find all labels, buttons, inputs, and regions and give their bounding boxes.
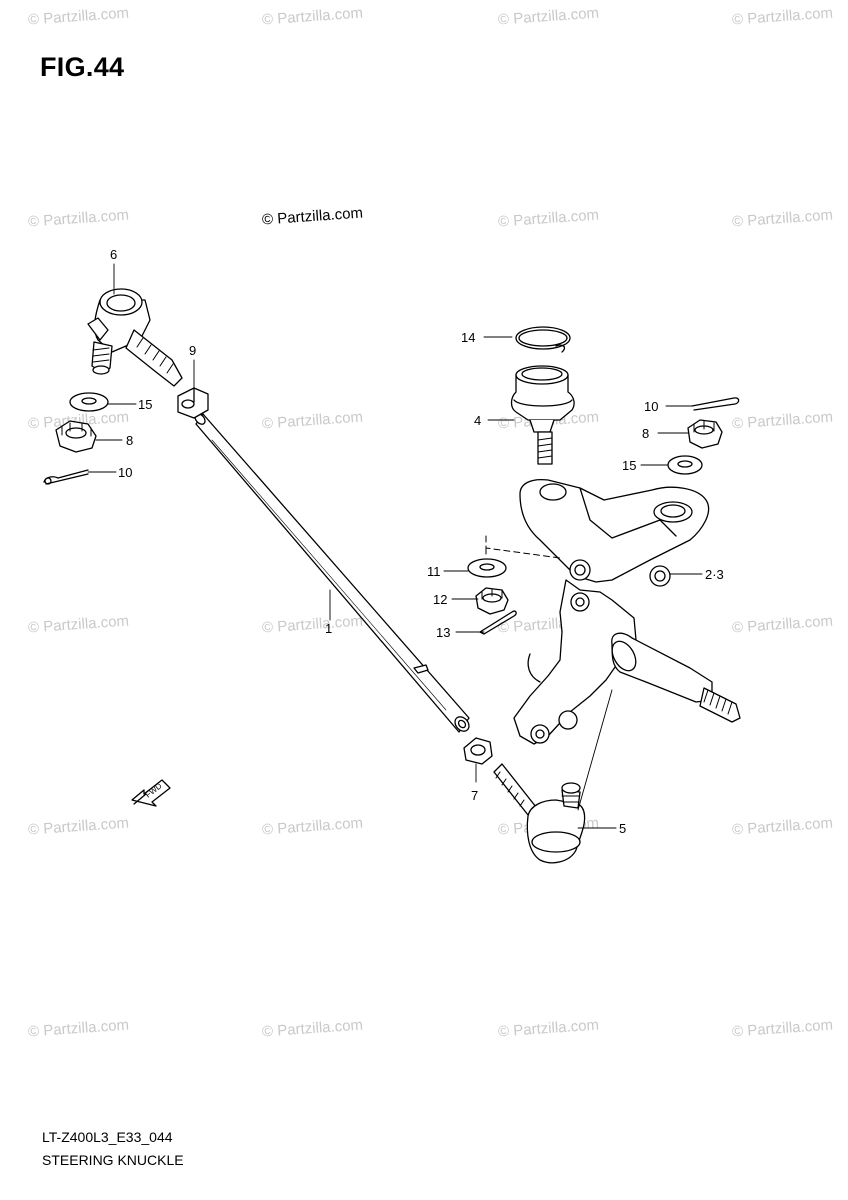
callout-4: 4	[474, 413, 481, 428]
callout-8-right: 8	[642, 426, 649, 441]
washer-15-right-part	[667, 455, 703, 475]
callout-10-right: 10	[644, 399, 658, 414]
steering-knuckle-part	[513, 478, 741, 745]
callout-11: 11	[427, 564, 441, 579]
nut-7-part	[463, 737, 493, 765]
nut-9-part	[177, 387, 209, 419]
cotter-pin-10-right-part	[691, 397, 740, 411]
callout-1: 1	[325, 621, 332, 636]
circlip-14-part	[515, 326, 571, 353]
alignment-guides	[485, 535, 561, 559]
callout-15-left: 15	[138, 397, 152, 412]
tie-rod-part	[194, 413, 470, 733]
callout-8-left: 8	[126, 433, 133, 448]
tie-rod-end-left-part	[87, 288, 183, 387]
callout-14: 14	[461, 330, 475, 345]
washer-15-left-part	[69, 392, 109, 412]
cotter-pin-13-part	[479, 610, 517, 635]
castle-nut-12-part	[475, 587, 509, 615]
forward-direction-arrow: FWD	[131, 779, 171, 807]
cotter-pin-10-left-part	[43, 469, 89, 485]
callout-labels: 6 9 15 8 10 14 4 10 8 15 2·3 11 12 13 1 …	[110, 247, 724, 836]
leader-lines	[87, 263, 703, 829]
callout-10-left: 10	[118, 465, 132, 480]
section-name: STEERING KNUCKLE	[42, 1152, 184, 1168]
callout-15-right: 15	[622, 458, 636, 473]
figure-title: FIG.44	[40, 52, 125, 82]
castle-nut-8-left-part	[55, 420, 97, 453]
callout-9: 9	[189, 343, 196, 358]
model-code: LT-Z400L3_E33_044	[42, 1129, 173, 1145]
callout-7: 7	[471, 788, 478, 803]
castle-nut-8-right-part	[687, 419, 723, 449]
ball-joint-4-part	[510, 365, 575, 465]
callout-6: 6	[110, 247, 117, 262]
callout-5: 5	[619, 821, 626, 836]
tie-rod-end-right-part	[493, 763, 586, 864]
washer-11-part	[467, 558, 507, 578]
callout-13: 13	[436, 625, 450, 640]
callout-12: 12	[433, 592, 447, 607]
callout-2-3: 2·3	[705, 567, 724, 582]
